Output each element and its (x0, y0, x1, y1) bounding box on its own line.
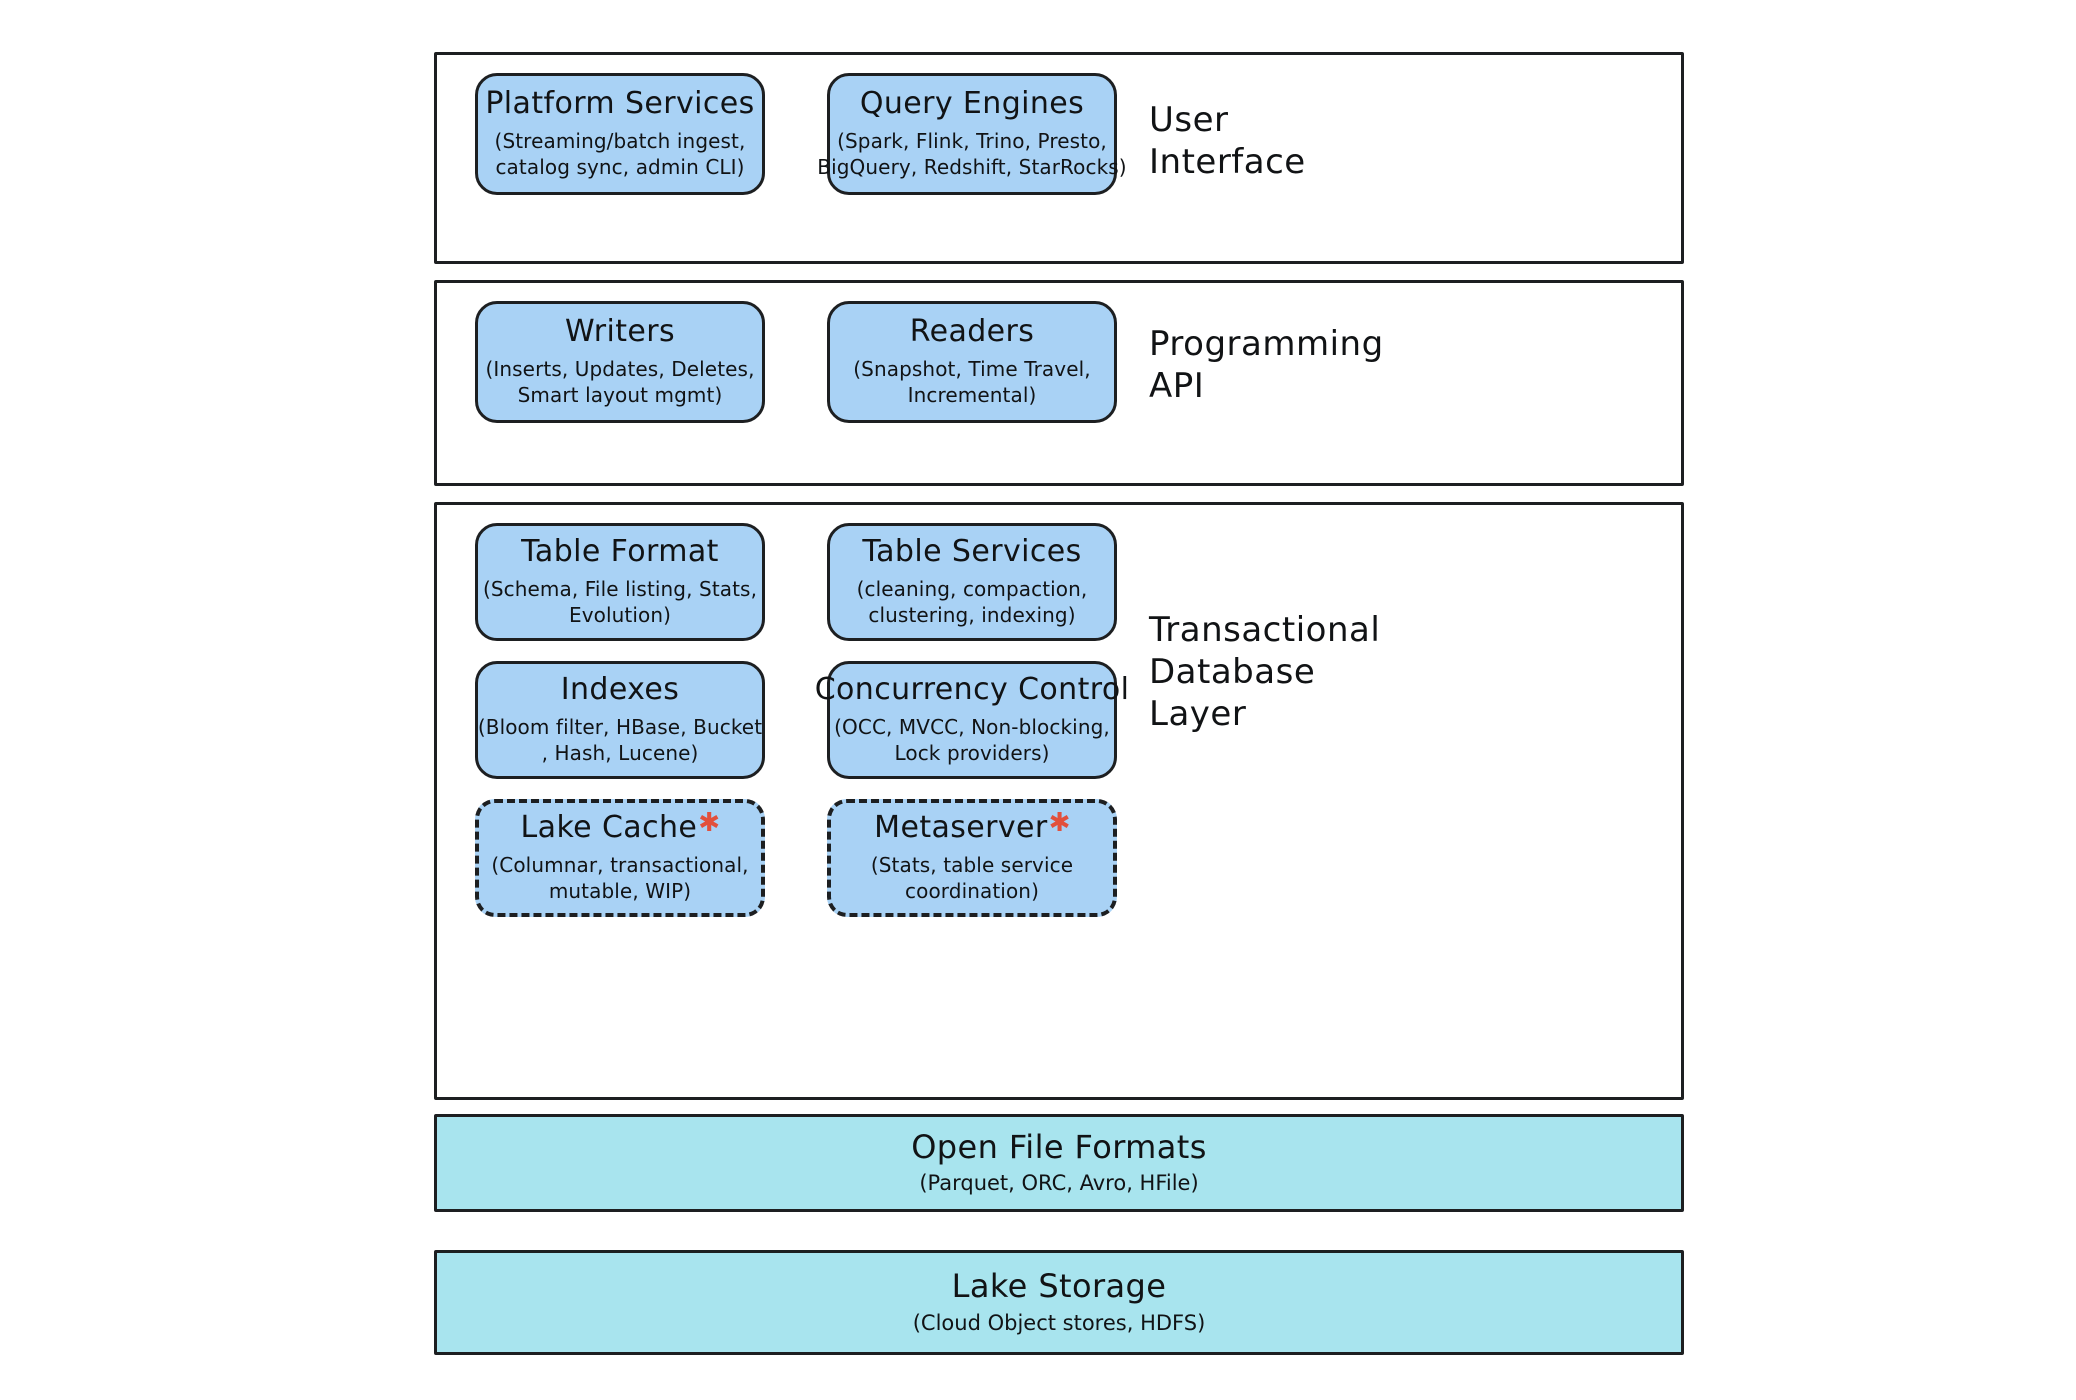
bar-subtitle: (Parquet, ORC, Avro, HFile) (919, 1171, 1199, 1195)
bar-title: Lake Storage (951, 1267, 1167, 1306)
node-subtitle: (OCC, MVCC, Non-blocking, Lock providers… (834, 714, 1110, 766)
node-table-format[interactable]: Table Format (Schema, File listing, Stat… (475, 523, 765, 641)
bar-lake-storage[interactable]: Lake Storage (Cloud Object stores, HDFS) (434, 1250, 1684, 1355)
bar-subtitle: (Cloud Object stores, HDFS) (912, 1310, 1206, 1335)
layer-panel-user-interface: Platform Services (Streaming/batch inges… (434, 52, 1684, 264)
node-title: Indexes (560, 672, 680, 708)
layer-caption-programming-api: Programming API (1149, 324, 1384, 407)
node-subtitle: (Stats, table service coordination) (870, 852, 1074, 904)
node-title: Platform Services (485, 86, 755, 122)
node-title: Query Engines (859, 86, 1085, 122)
node-query-engines[interactable]: Query Engines (Spark, Flink, Trino, Pres… (817, 73, 1127, 195)
node-lake-cache[interactable]: Lake Cache✱ (Columnar, transactional, mu… (475, 799, 765, 917)
node-indexes[interactable]: Indexes (Bloom filter, HBase, Bucket , H… (475, 661, 765, 779)
node-concurrency-control[interactable]: Concurrency Control (OCC, MVCC, Non-bloc… (815, 661, 1129, 779)
node-platform-services[interactable]: Platform Services (Streaming/batch inges… (475, 73, 765, 195)
node-title: Writers (565, 314, 675, 350)
asterisk-icon: ✱ (1048, 808, 1071, 839)
node-writers[interactable]: Writers (Inserts, Updates, Deletes, Smar… (475, 301, 765, 423)
node-subtitle: (Streaming/batch ingest, catalog sync, a… (494, 128, 746, 180)
node-subtitle: (Inserts, Updates, Deletes, Smart layout… (485, 356, 755, 408)
node-title: Concurrency Control (814, 672, 1130, 708)
node-table-services[interactable]: Table Services (cleaning, compaction, cl… (827, 523, 1117, 641)
layer-caption-user-interface: User Interface (1149, 100, 1306, 183)
layer-panel-transactional-database-layer: Table Format (Schema, File listing, Stat… (434, 502, 1684, 1100)
lakehouse-architecture-diagram: Platform Services (Streaming/batch inges… (434, 52, 1684, 1357)
node-subtitle: (cleaning, compaction, clustering, index… (856, 576, 1088, 628)
layer-caption-transactional-database-layer: Transactional Database Layer (1149, 610, 1381, 735)
node-title-text: Metaserver (874, 810, 1048, 846)
node-subtitle: (Schema, File listing, Stats, Evolution) (482, 576, 758, 628)
node-subtitle: (Bloom filter, HBase, Bucket , Hash, Luc… (477, 714, 763, 766)
layer-panel-programming-api: Writers (Inserts, Updates, Deletes, Smar… (434, 280, 1684, 486)
node-title: Lake Cache✱ (520, 808, 721, 846)
node-title: Table Format (521, 534, 719, 570)
node-subtitle: (Columnar, transactional, mutable, WIP) (491, 852, 749, 904)
bar-title: Open File Formats (911, 1127, 1207, 1166)
node-subtitle: (Snapshot, Time Travel, Incremental) (853, 356, 1091, 408)
node-title: Metaserver✱ (874, 808, 1071, 846)
node-title: Table Services (862, 534, 1082, 570)
node-metaserver[interactable]: Metaserver✱ (Stats, table service coordi… (827, 799, 1117, 917)
bar-open-file-formats[interactable]: Open File Formats (Parquet, ORC, Avro, H… (434, 1114, 1684, 1212)
asterisk-icon: ✱ (698, 808, 721, 839)
node-title: Readers (909, 314, 1035, 350)
node-readers[interactable]: Readers (Snapshot, Time Travel, Incremen… (827, 301, 1117, 423)
node-title-text: Lake Cache (520, 810, 698, 846)
node-subtitle: (Spark, Flink, Trino, Presto, BigQuery, … (817, 128, 1127, 180)
